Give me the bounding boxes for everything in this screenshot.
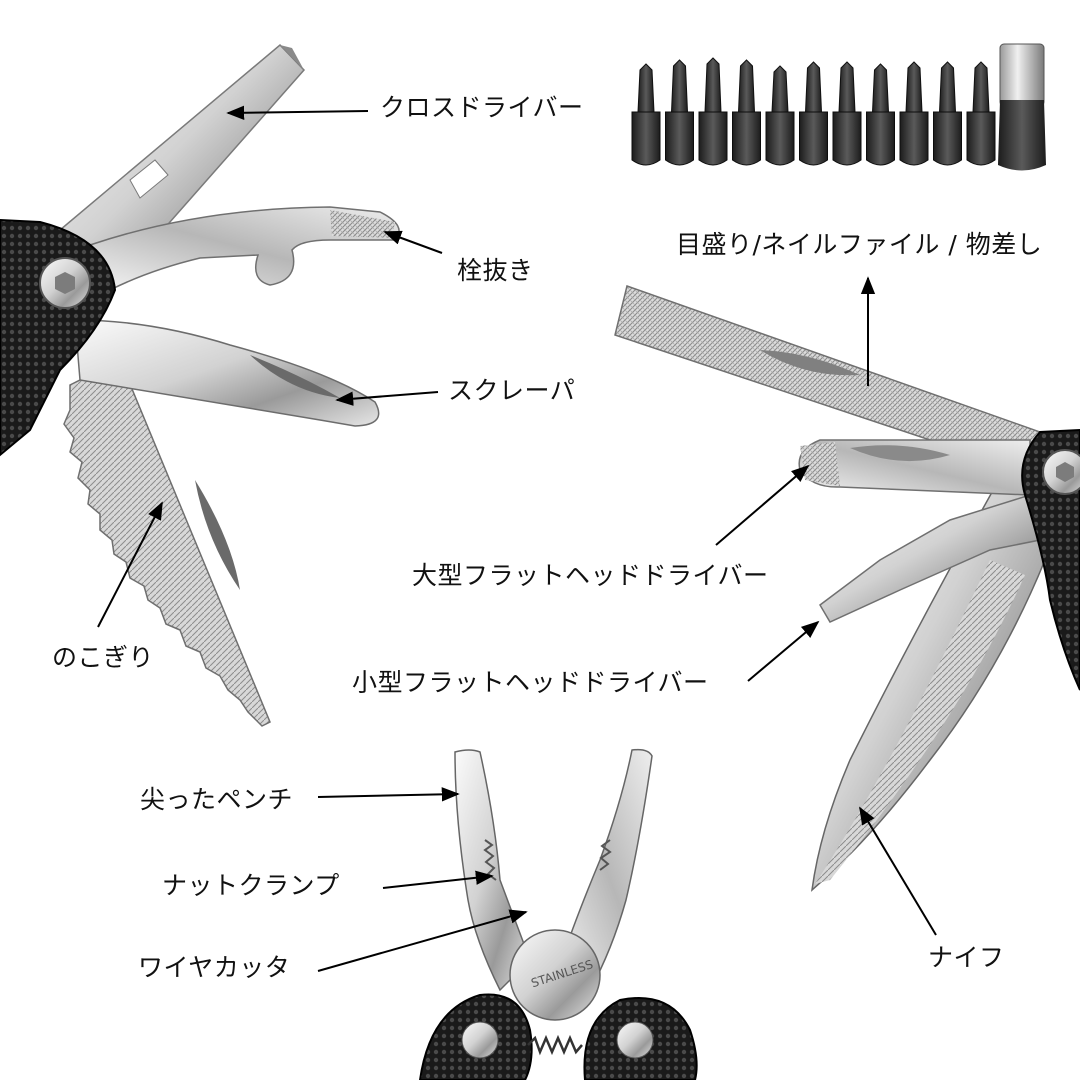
bit-body xyxy=(799,111,828,166)
bit-tip xyxy=(838,61,856,113)
small-flat-screwdriver xyxy=(819,494,1041,623)
arrow-pliers xyxy=(317,787,460,802)
scraper-groove xyxy=(250,355,340,398)
arrow-nut-clamp xyxy=(382,870,494,889)
arrow-saw xyxy=(97,501,163,628)
bit-body xyxy=(698,111,728,166)
label-scraper: スクレーパ xyxy=(448,376,576,405)
left-multitool xyxy=(0,43,400,727)
bit-body xyxy=(933,111,962,166)
bit-tip xyxy=(704,57,722,113)
bit-body xyxy=(966,111,996,166)
bit-tip xyxy=(637,63,655,113)
scraper-blade xyxy=(74,319,380,427)
bit-tip xyxy=(771,65,789,113)
pliers: STAINLESS xyxy=(418,748,698,1080)
bit-set xyxy=(631,43,1046,171)
label-phillips: クロスドライバー xyxy=(380,93,584,122)
right-multitool xyxy=(614,285,1080,892)
bit-extension-sleeve xyxy=(998,43,1046,171)
label-bottle-opener: 栓抜き xyxy=(457,256,534,285)
bit-tip xyxy=(972,61,990,113)
bit-tips xyxy=(637,57,990,113)
right-handle xyxy=(1021,428,1080,691)
arrow-knife xyxy=(859,806,937,936)
bit-body xyxy=(631,111,661,166)
bit-body xyxy=(832,111,862,166)
saw-blade-groove xyxy=(195,480,240,590)
bit-body xyxy=(765,111,795,166)
bit-tip xyxy=(804,61,823,113)
bit-body xyxy=(899,111,929,166)
bit-body xyxy=(866,111,895,166)
bit-tip xyxy=(938,61,957,113)
pointer-arrows xyxy=(97,105,937,972)
label-nut-clamp: ナットクランプ xyxy=(162,871,340,900)
arrow-scraper xyxy=(335,391,439,406)
arrow-wire-cutter xyxy=(317,909,528,972)
saw-blade xyxy=(63,358,271,727)
label-large-flat: 大型フラットヘッドドライバー xyxy=(412,561,769,590)
label-wire-cutter: ワイヤカッタ xyxy=(138,953,291,982)
arrow-bottle-opener xyxy=(383,230,443,254)
bit-body xyxy=(665,111,694,166)
bit-tip xyxy=(871,63,890,113)
pliers-pivot xyxy=(509,929,601,1021)
bit-body xyxy=(732,111,761,166)
bit-bodies xyxy=(631,111,996,166)
arrow-phillips xyxy=(226,105,369,120)
pliers-left-screw xyxy=(461,1021,499,1059)
bit-tip xyxy=(737,59,756,113)
bit-tip xyxy=(905,61,923,113)
label-saw: のこぎり xyxy=(52,643,155,672)
label-knife: ナイフ xyxy=(928,943,1005,972)
label-small-flat: 小型フラットヘッドドライバー xyxy=(352,668,709,697)
label-ruler-file: 目盛り/ネイルファイル / 物差し xyxy=(676,230,1043,259)
phillips-cutout xyxy=(129,159,169,199)
bottle-opener xyxy=(88,206,400,292)
pliers-right-jaw xyxy=(559,748,653,992)
arrow-small-flat xyxy=(747,620,820,682)
pliers-right-screw xyxy=(616,1021,654,1059)
label-pliers: 尖ったペンチ xyxy=(140,785,294,814)
bit-tip xyxy=(670,59,689,113)
pliers-spring xyxy=(527,1034,583,1056)
arrow-large-flat xyxy=(715,464,810,546)
